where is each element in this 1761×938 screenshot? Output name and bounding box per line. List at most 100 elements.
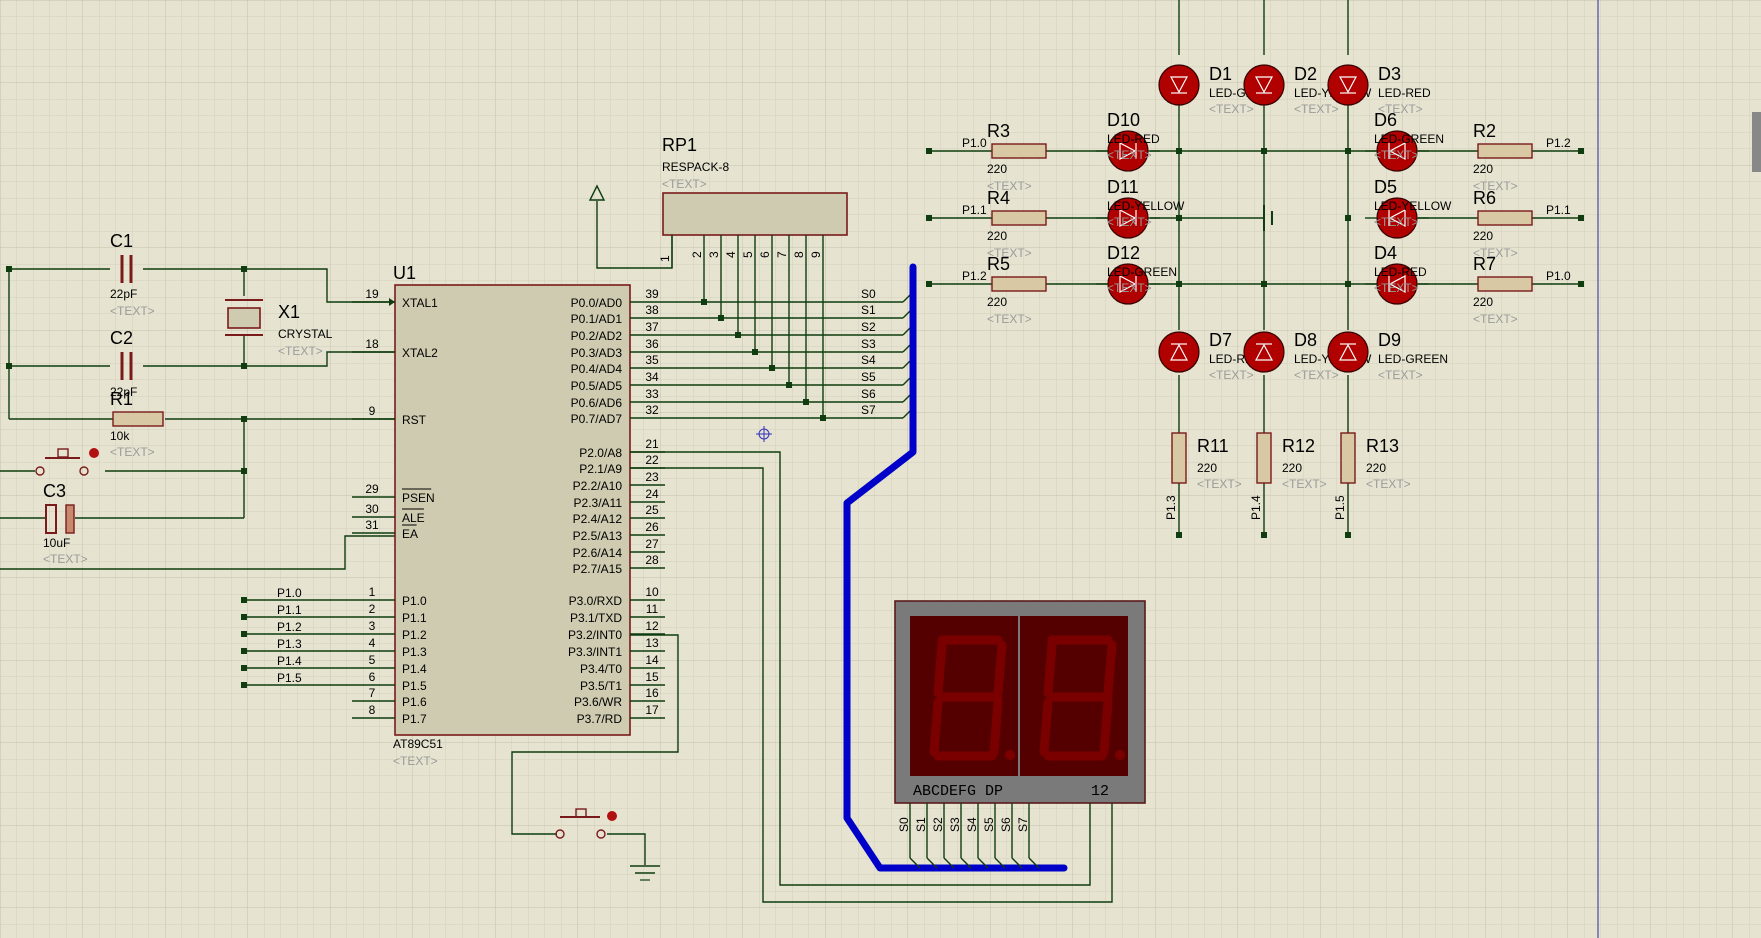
resistor-icon[interactable]	[1477, 210, 1533, 226]
capacitor-c2[interactable]: C2 22pF	[110, 328, 137, 399]
rp1-pin-number: 7	[775, 251, 789, 258]
resistor-icon[interactable]	[991, 276, 1047, 292]
bus-label: S1	[861, 303, 876, 317]
resistor-icon[interactable]	[991, 143, 1047, 159]
net-terminal[interactable]	[926, 148, 932, 154]
c3-value: 10uF	[43, 536, 70, 550]
resistor-icon[interactable]	[1477, 276, 1533, 292]
net-terminal[interactable]	[1176, 532, 1182, 538]
mcu-pin-number: 30	[365, 502, 379, 516]
net-terminal[interactable]	[241, 631, 247, 637]
mcu-pin-name: P3.6/WR	[574, 695, 622, 709]
resistor-ref: R5	[987, 254, 1010, 274]
net-terminal[interactable]	[241, 682, 247, 688]
led-ref: D5	[1374, 177, 1397, 197]
mcu-pin-number: 8	[369, 703, 376, 717]
mcu-body[interactable]	[394, 284, 631, 736]
bus-label: S6	[861, 387, 876, 401]
led-icon[interactable]	[1158, 64, 1200, 106]
r1-ref: R1	[110, 389, 133, 409]
led-icon[interactable]	[1327, 331, 1369, 373]
led-icon[interactable]	[1327, 64, 1369, 106]
c1-text: <TEXT>	[110, 304, 155, 318]
led-icon[interactable]	[1158, 331, 1200, 373]
resistor-icon[interactable]	[991, 210, 1047, 226]
p1-net-label: P1.3	[277, 637, 302, 651]
net-terminal[interactable]	[1578, 148, 1584, 154]
mcu-pin-number: 35	[645, 353, 659, 367]
data-bus[interactable]	[843, 263, 1068, 872]
led-icon[interactable]	[1243, 64, 1285, 106]
mcu-pin-name: RST	[402, 413, 427, 427]
led-icon[interactable]	[1365, 197, 1429, 239]
mcu-pin-name: P1.2	[402, 628, 427, 642]
display-pin-label: S1	[914, 817, 928, 832]
bus-label: S3	[861, 337, 876, 351]
mcu-pin-number: 13	[645, 636, 659, 650]
display-pin-label: S0	[897, 817, 911, 832]
resistor-value: 220	[1282, 461, 1302, 475]
led-text: <TEXT>	[1209, 102, 1254, 116]
clock-input-icon	[389, 298, 395, 306]
rp1-pin-number: 1	[658, 255, 672, 262]
p1-net-lines: P1.0P1.1P1.2P1.3P1.4P1.5	[241, 586, 352, 688]
capacitor-c3[interactable]: C3 10uF <TEXT>	[43, 481, 88, 566]
int0-button[interactable]	[511, 634, 679, 881]
resistor-icon[interactable]	[1340, 432, 1356, 484]
led-icon[interactable]	[1243, 331, 1285, 373]
resistor-icon[interactable]	[1477, 143, 1533, 159]
mcu-pin-name: P0.5/AD5	[571, 379, 623, 393]
capacitor-c1[interactable]: C1 22pF <TEXT>	[110, 231, 155, 318]
net-label: P1.5	[1333, 495, 1347, 520]
mcu-ref: U1	[393, 263, 416, 283]
mcu-pin-name: P0.1/AD1	[571, 312, 623, 326]
net-terminal[interactable]	[926, 281, 932, 287]
resistor-ref: R3	[987, 121, 1010, 141]
net-label: P1.2	[1546, 136, 1571, 150]
reset-button[interactable]	[35, 448, 99, 476]
mcu-pin-name: P1.4	[402, 662, 427, 676]
mcu-pin-number: 15	[645, 670, 659, 684]
net-terminal[interactable]	[1578, 281, 1584, 287]
led-icon[interactable]	[1096, 197, 1160, 239]
rp1-part: RESPACK-8	[662, 160, 729, 174]
mcu-pin-name: P1.1	[402, 611, 427, 625]
led-icon[interactable]	[1365, 130, 1429, 172]
r1-text: <TEXT>	[110, 445, 155, 459]
r1-value: 10k	[110, 429, 130, 443]
net-terminal[interactable]	[241, 614, 247, 620]
net-terminal[interactable]	[1578, 215, 1584, 221]
resistor-ref: R4	[987, 188, 1010, 208]
segment	[993, 640, 1007, 698]
net-terminal[interactable]	[241, 665, 247, 671]
net-terminal[interactable]	[241, 597, 247, 603]
net-terminal[interactable]	[1345, 532, 1351, 538]
resistor-icon[interactable]	[1171, 432, 1187, 484]
led-icon[interactable]	[1096, 130, 1160, 172]
mcu-pin-number: 26	[645, 520, 659, 534]
resistor-icon[interactable]	[1256, 432, 1272, 484]
rp1-body[interactable]	[662, 192, 848, 236]
resistor-value: 220	[987, 295, 1007, 309]
net-terminal[interactable]	[241, 648, 247, 654]
mcu-u1[interactable]: U1 AT89C51 <TEXT> 19XTAL118XTAL29RST29PS…	[352, 263, 665, 768]
crosshair-cursor-icon	[756, 426, 772, 442]
led-icon[interactable]	[1096, 263, 1160, 305]
c1-value: 22pF	[110, 287, 137, 301]
mcu-pin-name: P2.3/A11	[574, 496, 623, 510]
power-terminal-icon	[588, 184, 606, 201]
led-matrix[interactable]: D1LED-GREEN<TEXT>D2LED-YELLOW<TEXT>D3LED…	[962, 64, 1571, 520]
net-terminal[interactable]	[926, 215, 932, 221]
mcu-pin-number: 2	[369, 602, 376, 616]
crystal-x1[interactable]: X1 CRYSTAL <TEXT>	[225, 299, 333, 358]
net-terminal[interactable]	[1261, 532, 1267, 538]
mcu-pin-number: 9	[369, 404, 376, 418]
net-label: P1.1	[1546, 203, 1571, 217]
scrollbar-thumb[interactable]	[1752, 112, 1761, 172]
resistor-r1[interactable]: R1 10k <TEXT>	[110, 389, 164, 459]
led-icon[interactable]	[1365, 263, 1429, 305]
led-type: LED-YELLOW	[1374, 199, 1452, 213]
